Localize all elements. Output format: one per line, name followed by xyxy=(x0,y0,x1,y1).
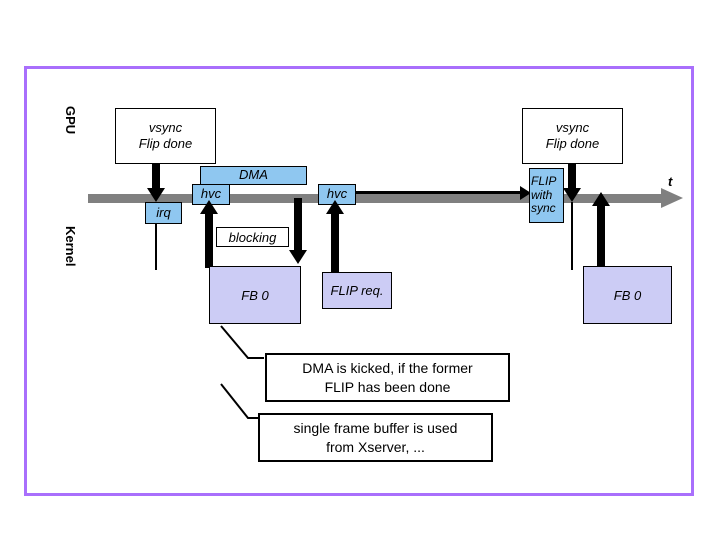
note-single-framebuffer: single frame buffer is used from Xserver… xyxy=(258,413,493,462)
arrow-flipreq-to-hvc-shaft xyxy=(331,213,339,274)
arrow-fb0-to-hvc-shaft xyxy=(205,213,213,268)
framebuffer-box-left: FB 0 xyxy=(209,266,301,324)
arrow-fb0-right-shaft xyxy=(597,205,605,268)
connector-hvc-to-flipsync-head-icon xyxy=(520,186,531,200)
arrow-dma-done-shaft xyxy=(294,198,302,252)
framebuffer-box-right: FB 0 xyxy=(583,266,672,324)
hvc-box-first: hvc xyxy=(192,184,230,205)
note-single-framebuffer-line2: from Xserver, ... xyxy=(326,438,425,455)
arrow-fb0-right-head-icon xyxy=(592,192,610,206)
irq-lifeline xyxy=(155,224,157,270)
vsync-left-line2: Flip done xyxy=(138,136,193,151)
arrow-vsync-to-irq-shaft xyxy=(152,164,160,190)
irq-box: irq xyxy=(145,202,182,224)
flip-request-box: FLIP req. xyxy=(322,272,392,309)
flip-with-sync-line2: with xyxy=(531,187,553,202)
lane-label-gpu: GPU xyxy=(63,106,78,135)
lane-label-kernel: Kernel xyxy=(63,226,78,267)
blocking-label: blocking xyxy=(216,227,289,247)
arrow-vsync-to-irq-head-icon xyxy=(147,188,165,202)
vsync-flip-done-box-right: vsync Flip done xyxy=(522,108,623,164)
connector-hvc-to-flipsync-shaft xyxy=(356,191,523,194)
vsync-left-line1: vsync xyxy=(148,119,183,135)
note-dma-kicked-line1: DMA is kicked, if the former xyxy=(302,360,473,377)
note-dma-kicked: DMA is kicked, if the former FLIP has be… xyxy=(265,353,510,402)
flip-with-sync-box: FLIP with sync xyxy=(529,168,564,223)
hvc-box-second: hvc xyxy=(318,184,356,205)
vsync-flip-done-box-left: vsync Flip done xyxy=(115,108,216,164)
timeline-axis-label: t xyxy=(668,174,673,189)
arrow-vsync-right-shaft xyxy=(568,164,576,190)
flip-with-sync-line1: FLIP xyxy=(531,173,557,188)
timeline-axis xyxy=(88,194,663,203)
note-single-framebuffer-line1: single frame buffer is used xyxy=(293,420,458,437)
arrow-dma-done-head-icon xyxy=(289,250,307,264)
timeline-arrowhead-icon xyxy=(661,188,683,208)
vsync-right-line2: Flip done xyxy=(545,136,600,151)
note-dma-kicked-line2: FLIP has been done xyxy=(324,378,451,395)
arrow-fb0-to-hvc-head-icon xyxy=(200,200,218,214)
dma-box: DMA xyxy=(200,166,307,185)
vsync-right-lifeline xyxy=(571,202,573,270)
arrow-vsync-right-head-icon xyxy=(563,188,581,202)
flip-with-sync-line3: sync xyxy=(531,201,556,216)
vsync-right-line1: vsync xyxy=(555,119,590,135)
arrow-flipreq-to-hvc-head-icon xyxy=(326,200,344,214)
